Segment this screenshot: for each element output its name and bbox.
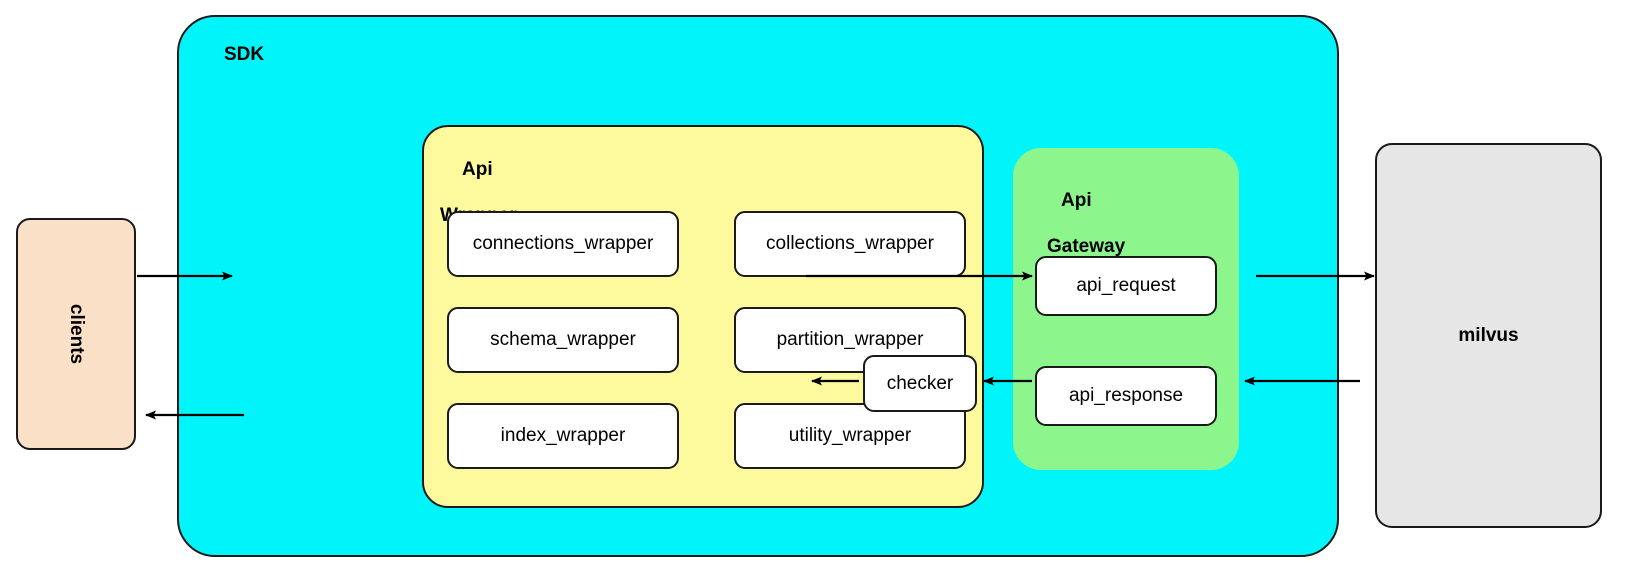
api-gateway-label-line2: Gateway — [1047, 236, 1126, 257]
sdk-label: SDK — [224, 44, 265, 65]
node-schema-wrapper[interactable]: schema_wrapper — [447, 307, 679, 373]
node-collections-wrapper[interactable]: collections_wrapper — [734, 211, 966, 277]
node-utility-wrapper[interactable]: utility_wrapper — [734, 403, 966, 469]
milvus-box[interactable]: milvus — [1375, 143, 1602, 528]
api-gateway-label-line1: Api — [1061, 190, 1092, 211]
api-wrapper-container[interactable]: Api Wrapper connections_wrapper collecti… — [422, 125, 984, 508]
api-gateway-label: Api Gateway — [1047, 166, 1125, 258]
api-wrapper-label-line1: Api — [462, 159, 493, 180]
node-connections-wrapper[interactable]: connections_wrapper — [447, 211, 679, 277]
node-api-request[interactable]: api_request — [1035, 256, 1217, 316]
api-gateway-container[interactable]: Api Gateway api_request api_response — [1013, 148, 1239, 470]
node-checker[interactable]: checker — [863, 355, 977, 412]
node-index-wrapper[interactable]: index_wrapper — [447, 403, 679, 469]
node-api-response[interactable]: api_response — [1035, 366, 1217, 426]
clients-box[interactable]: clients — [16, 218, 136, 450]
milvus-label: milvus — [1458, 324, 1519, 346]
sdk-container[interactable]: SDK Api Wrapper connections_wrapper coll… — [177, 15, 1339, 557]
clients-label: clients — [65, 303, 87, 365]
